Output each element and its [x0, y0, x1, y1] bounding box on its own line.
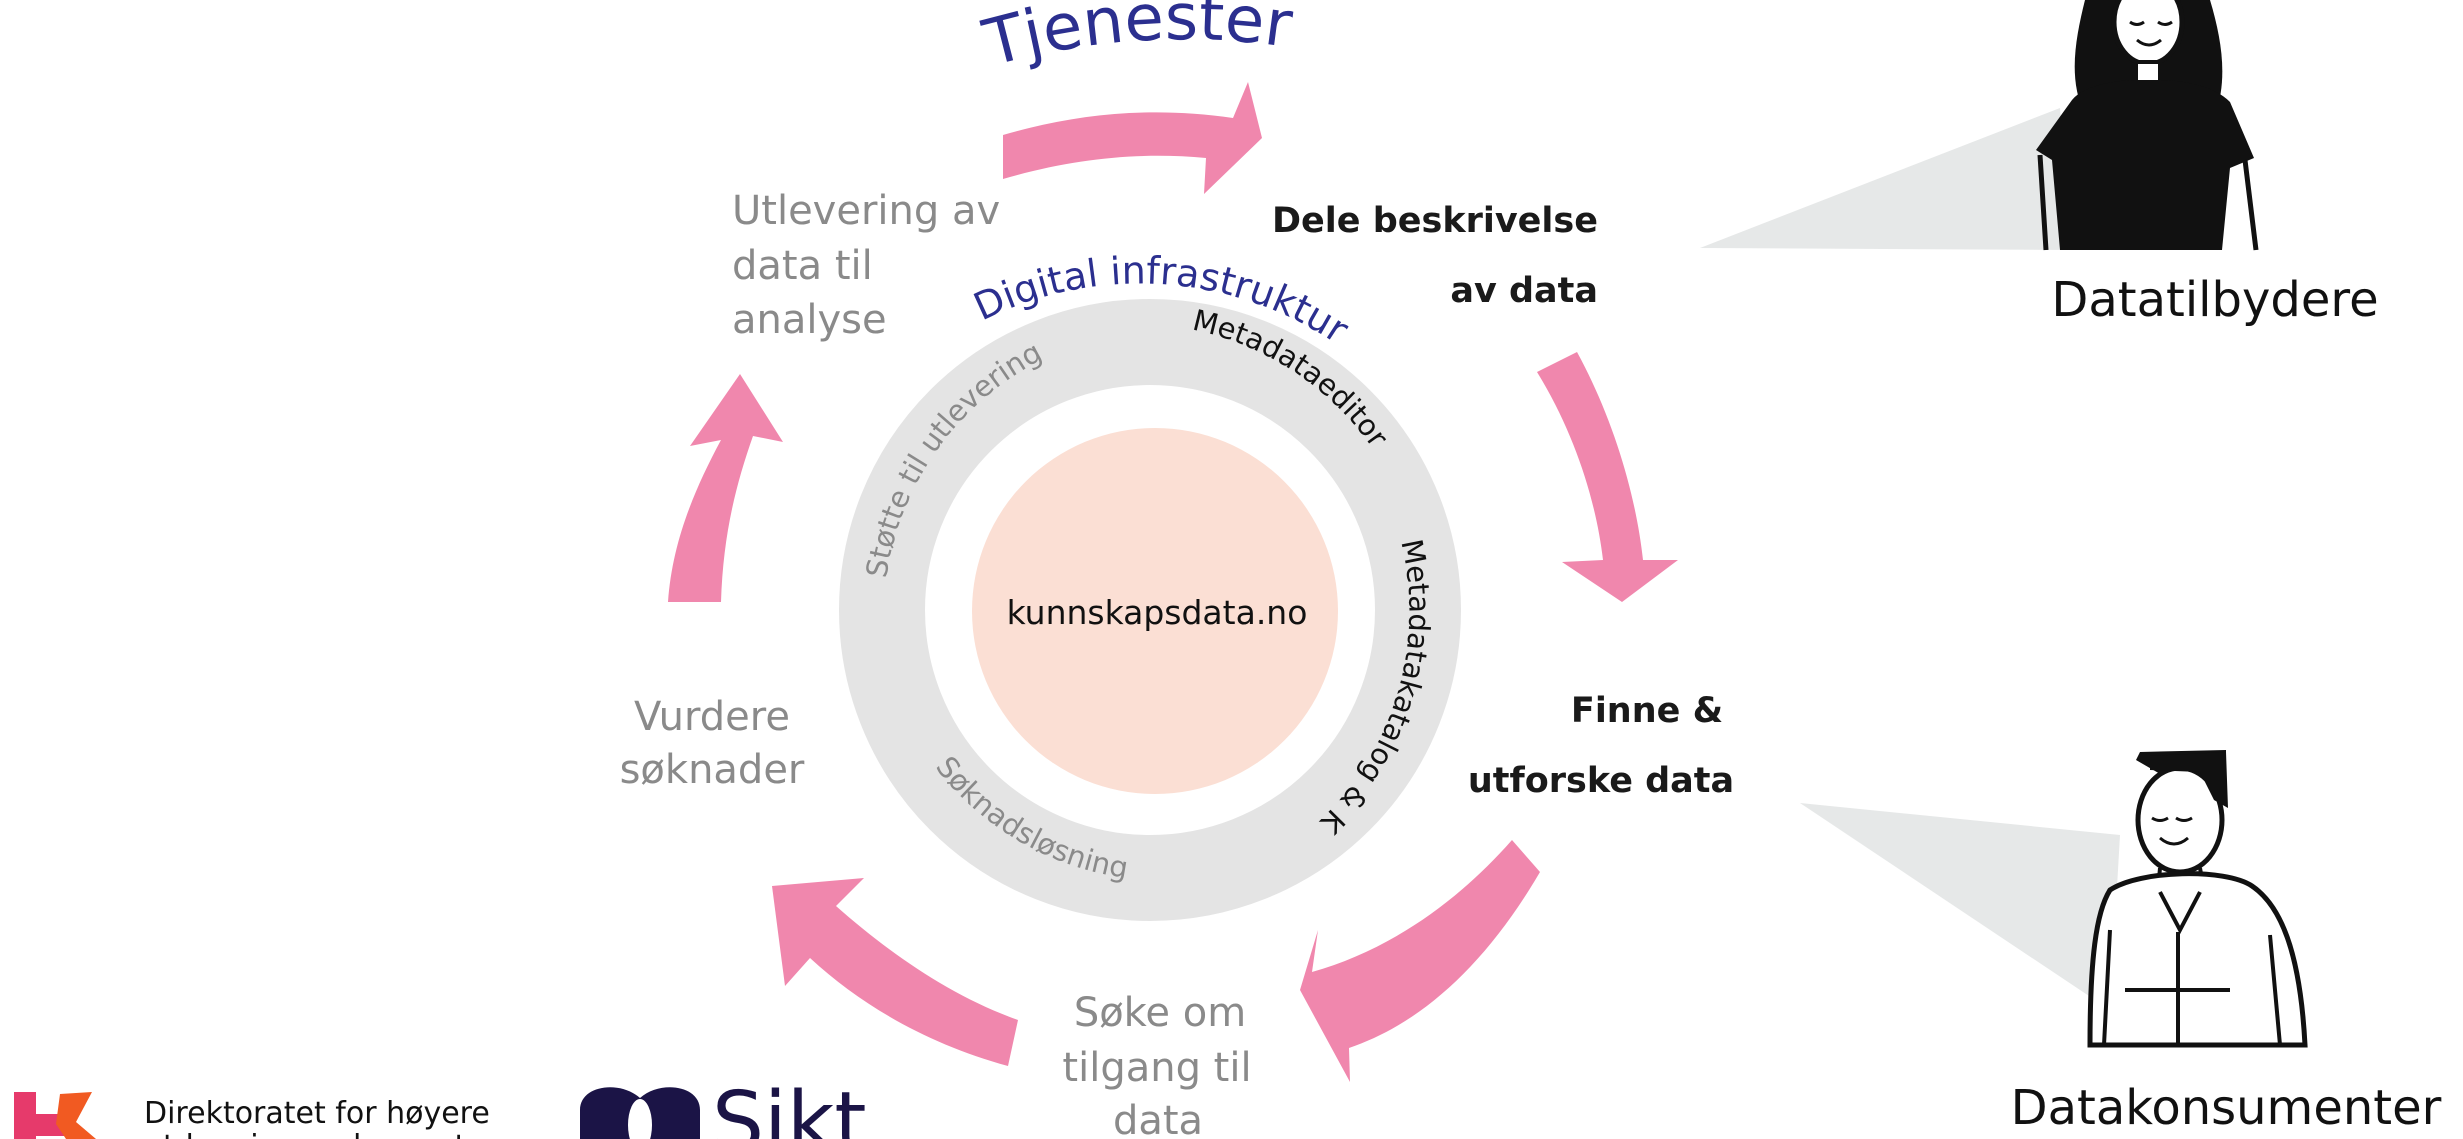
svg-text:data til: data til	[732, 243, 873, 289]
svg-text:data: data	[1113, 1098, 1203, 1139]
role-label-consumers: Datakonsumenter	[2011, 1080, 2442, 1136]
step-apply-access: Søke om tilgang til data	[1062, 990, 1251, 1139]
svg-text:Finne &: Finne &	[1571, 691, 1723, 731]
center-circle	[972, 428, 1338, 794]
arrow-top	[1003, 82, 1262, 194]
arrow-lower-right	[1300, 840, 1540, 1082]
consumer-beam	[1800, 803, 2120, 1010]
step-share-description: Dele beskrivelse av data	[1272, 201, 1598, 311]
svg-text:analyse: analyse	[732, 297, 887, 343]
step-assess-applications: Vurdere søknader	[620, 694, 805, 793]
role-label-providers: Datatilbydere	[2051, 272, 2378, 328]
arrow-lower-left	[772, 878, 1018, 1066]
data-consumer-person-icon	[2087, 750, 2308, 1048]
svg-text:Direktoratet for høyere: Direktoratet for høyere	[144, 1096, 490, 1131]
svg-text:Utlevering av: Utlevering av	[732, 188, 1000, 234]
data-provider-person-icon	[2036, 0, 2259, 251]
hkdir-logo: Direktoratet for høyere utdanning og kom…	[14, 1092, 538, 1139]
provider-beam	[1700, 108, 2070, 250]
cycle-arrows	[668, 82, 1678, 1082]
svg-text:Dele beskrivelse: Dele beskrivelse	[1272, 201, 1598, 241]
svg-text:Søke om: Søke om	[1074, 990, 1246, 1036]
svg-text:Sikt: Sikt	[712, 1075, 866, 1139]
arrow-upper-right	[1537, 352, 1678, 602]
arrow-left	[668, 374, 783, 602]
step-find-explore: Finne & utforske data	[1468, 691, 1734, 801]
sikt-logo: Sikt	[580, 1075, 866, 1139]
svg-text:søknader: søknader	[620, 747, 805, 793]
svg-text:tilgang til: tilgang til	[1062, 1045, 1251, 1091]
center-label: kunnskapsdata.no	[1007, 593, 1308, 632]
step-data-delivery: Utlevering av data til analyse	[732, 188, 1000, 343]
services-title: Tjenester	[976, 0, 1297, 82]
svg-text:utdanning og kompetanse: utdanning og kompetanse	[144, 1129, 538, 1139]
svg-text:utforske data: utforske data	[1468, 761, 1734, 801]
svg-text:Vurdere: Vurdere	[634, 694, 790, 740]
svg-text:av data: av data	[1450, 271, 1598, 311]
infrastructure-ring	[839, 299, 1461, 921]
